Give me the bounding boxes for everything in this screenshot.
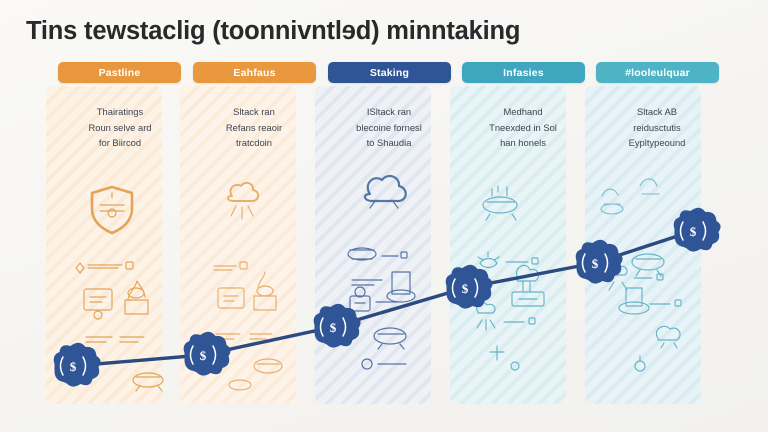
page-title: Tins tewstaclig (toonnivntlɘd) minntakin… xyxy=(26,17,521,45)
column-header-pill-4[interactable]: Infasies xyxy=(462,62,585,83)
column-header-pill-1[interactable]: Pastline xyxy=(58,62,181,83)
column-text-1: Thairatings Roun selve ard for Biircod xyxy=(56,104,184,151)
column-text-line: Roun selve ard xyxy=(88,121,152,133)
column-text-line: Sltack ran xyxy=(233,106,275,117)
column-text-line: ISltack ran xyxy=(366,106,412,117)
column-text-line: blecoine fornesl xyxy=(356,121,422,133)
column-text-line: reidusctutis xyxy=(633,121,681,133)
column-text-3: ISltack ran blecoine fornesl to Shaudia xyxy=(325,104,453,151)
column-text-line: Thairatings xyxy=(96,106,144,117)
column-header-pill-5[interactable]: #looleulquar xyxy=(596,62,719,83)
column-panel-1 xyxy=(46,86,162,404)
column-header-pill-3[interactable]: Staking xyxy=(328,62,451,83)
column-text-line: han honels xyxy=(500,137,546,148)
column-text-line: Eypltypeound xyxy=(628,137,686,148)
stripe-pattern xyxy=(450,86,566,404)
column-header-pill-2[interactable]: Eahfaus xyxy=(193,62,316,83)
column-text-line: to Shaudia xyxy=(366,137,412,148)
column-panel-4 xyxy=(450,86,566,404)
column-text-5: Sltack AB reidusctutis Eypltypeound xyxy=(593,104,721,151)
column-text-line: Refans reaoir xyxy=(225,121,283,133)
column-text-2: Sltack ran Refans reaoir tratcdoin xyxy=(190,104,318,151)
column-text-line: tratcdoin xyxy=(236,137,272,148)
column-text-4: Medhand Tneexded in Sol han honels xyxy=(459,104,587,151)
column-text-line: Sltack AB xyxy=(636,106,678,117)
column-text-line: Tneexded in Sol xyxy=(489,121,557,133)
column-text-line: Medhand xyxy=(503,106,543,117)
column-text-line: for Biircod xyxy=(98,137,142,148)
